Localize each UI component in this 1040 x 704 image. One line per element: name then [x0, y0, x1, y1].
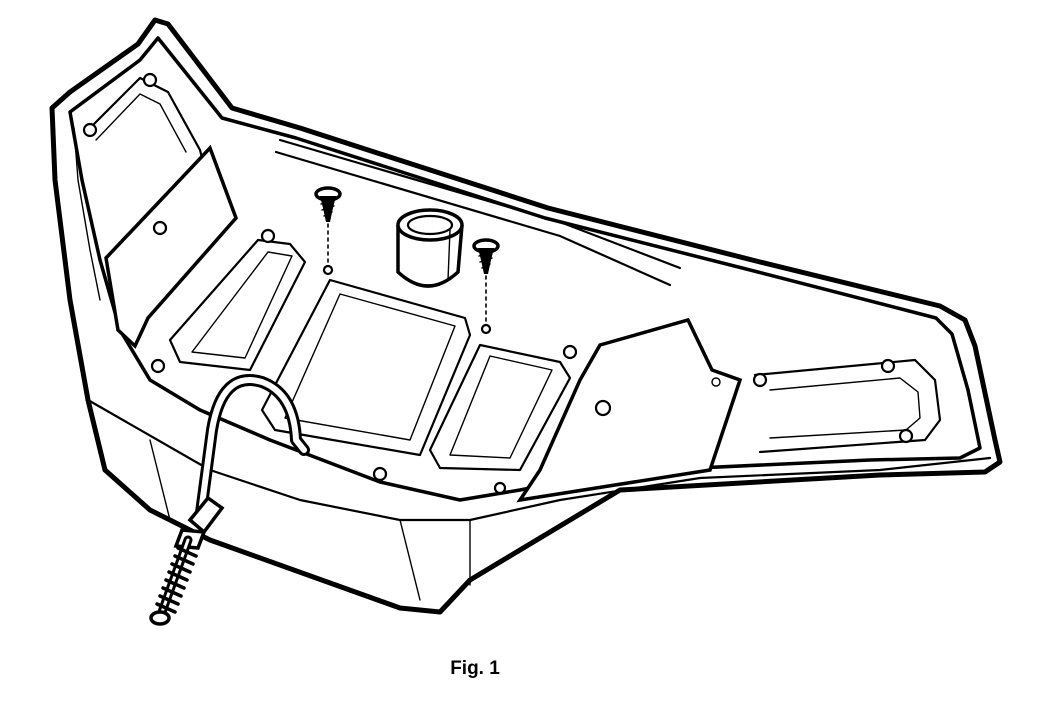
left-bracket	[104, 144, 239, 349]
inner-tray	[73, 72, 942, 495]
cable-assembly	[149, 374, 310, 626]
right-bracket	[516, 317, 743, 503]
cylinder-socket	[396, 208, 464, 288]
screw-right	[472, 238, 500, 335]
figure-caption: Fig. 1	[450, 658, 500, 679]
housing-shell	[49, 17, 1003, 615]
screw-left	[314, 186, 342, 276]
